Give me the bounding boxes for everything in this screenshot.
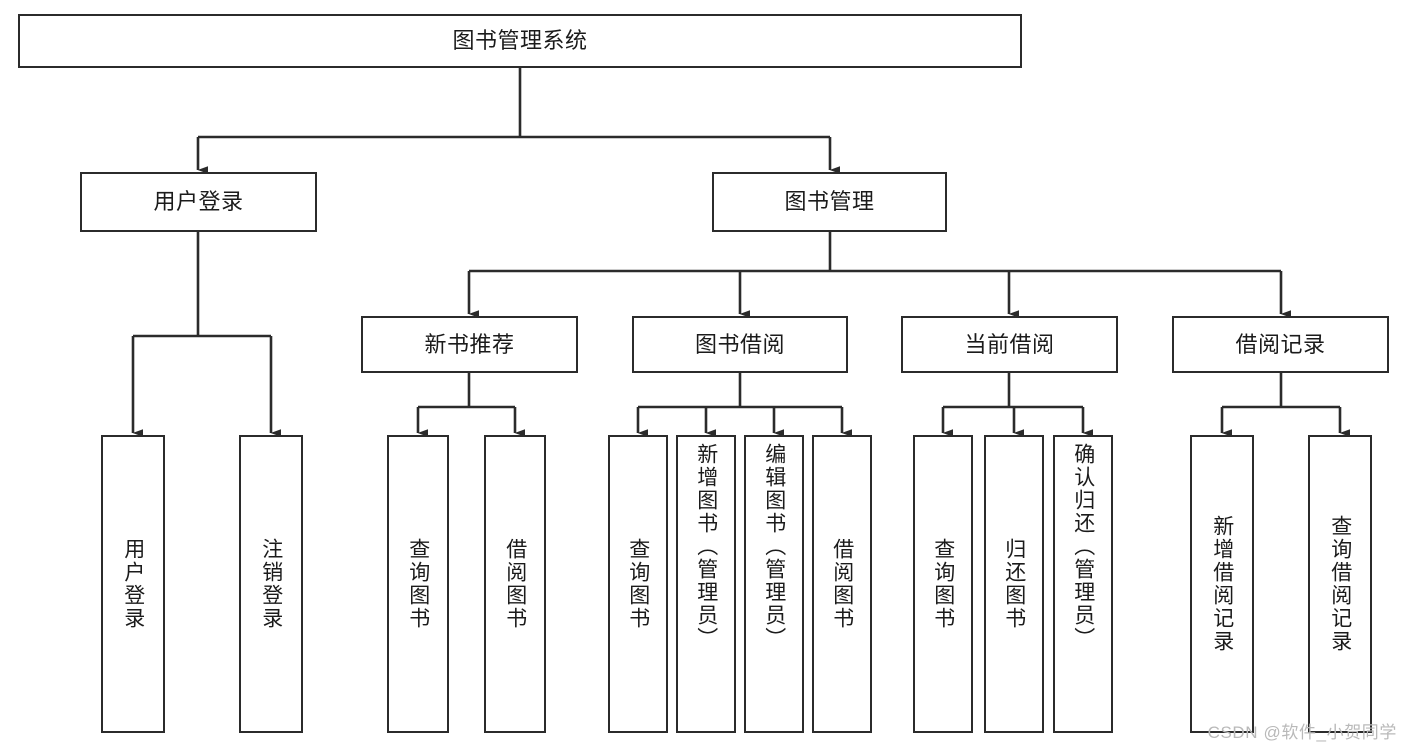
leaf-query-borrow-record[interactable]: 查询借阅记录 <box>1308 435 1372 733</box>
node-book-management[interactable]: 图书管理 <box>712 172 947 232</box>
leaf-query-book-borrow[interactable]: 查询图书 <box>608 435 668 733</box>
leaf-borrow-book-recommend[interactable]: 借阅图书 <box>484 435 546 733</box>
leaf-query-book-recommend-label: 查询图书 <box>406 538 430 630</box>
leaf-borrow-book-label: 借阅图书 <box>830 538 854 630</box>
node-user-login[interactable]: 用户登录 <box>80 172 317 232</box>
leaf-edit-book-admin-label: 编辑图书（管理员） <box>762 443 786 650</box>
node-current-borrow[interactable]: 当前借阅 <box>901 316 1118 373</box>
leaf-return-book-label: 归还图书 <box>1002 538 1026 630</box>
leaf-confirm-return-admin-label: 确认归还（管理员） <box>1071 443 1095 650</box>
leaf-add-book-admin[interactable]: 新增图书（管理员） <box>676 435 736 733</box>
leaf-return-book[interactable]: 归还图书 <box>984 435 1044 733</box>
node-borrow-record-label: 借阅记录 <box>1235 331 1326 357</box>
leaf-add-borrow-record[interactable]: 新增借阅记录 <box>1190 435 1254 733</box>
leaf-query-borrow-record-label: 查询借阅记录 <box>1328 515 1352 653</box>
leaf-logout-label: 注销登录 <box>259 538 283 630</box>
node-user-login-label: 用户登录 <box>153 189 244 215</box>
node-new-book-recommend[interactable]: 新书推荐 <box>361 316 578 373</box>
node-root[interactable]: 图书管理系统 <box>18 14 1022 68</box>
leaf-query-book-borrow-label: 查询图书 <box>626 538 650 630</box>
node-book-borrow[interactable]: 图书借阅 <box>632 316 848 373</box>
node-current-borrow-label: 当前借阅 <box>964 331 1055 357</box>
node-root-label: 图书管理系统 <box>452 28 588 54</box>
leaf-user-login-label: 用户登录 <box>121 538 145 630</box>
leaf-user-login[interactable]: 用户登录 <box>101 435 165 733</box>
leaf-confirm-return-admin[interactable]: 确认归还（管理员） <box>1053 435 1113 733</box>
leaf-query-book-recommend[interactable]: 查询图书 <box>387 435 449 733</box>
node-book-management-label: 图书管理 <box>784 189 875 215</box>
leaf-query-book-current-label: 查询图书 <box>931 538 955 630</box>
leaf-edit-book-admin[interactable]: 编辑图书（管理员） <box>744 435 804 733</box>
node-borrow-record[interactable]: 借阅记录 <box>1172 316 1389 373</box>
leaf-query-book-current[interactable]: 查询图书 <box>913 435 973 733</box>
leaf-borrow-book[interactable]: 借阅图书 <box>812 435 872 733</box>
node-new-book-recommend-label: 新书推荐 <box>424 331 515 357</box>
leaf-add-borrow-record-label: 新增借阅记录 <box>1210 515 1234 653</box>
leaf-logout[interactable]: 注销登录 <box>239 435 303 733</box>
leaf-add-book-admin-label: 新增图书（管理员） <box>694 443 718 650</box>
node-book-borrow-label: 图书借阅 <box>694 331 785 357</box>
leaf-borrow-book-recommend-label: 借阅图书 <box>503 538 527 630</box>
